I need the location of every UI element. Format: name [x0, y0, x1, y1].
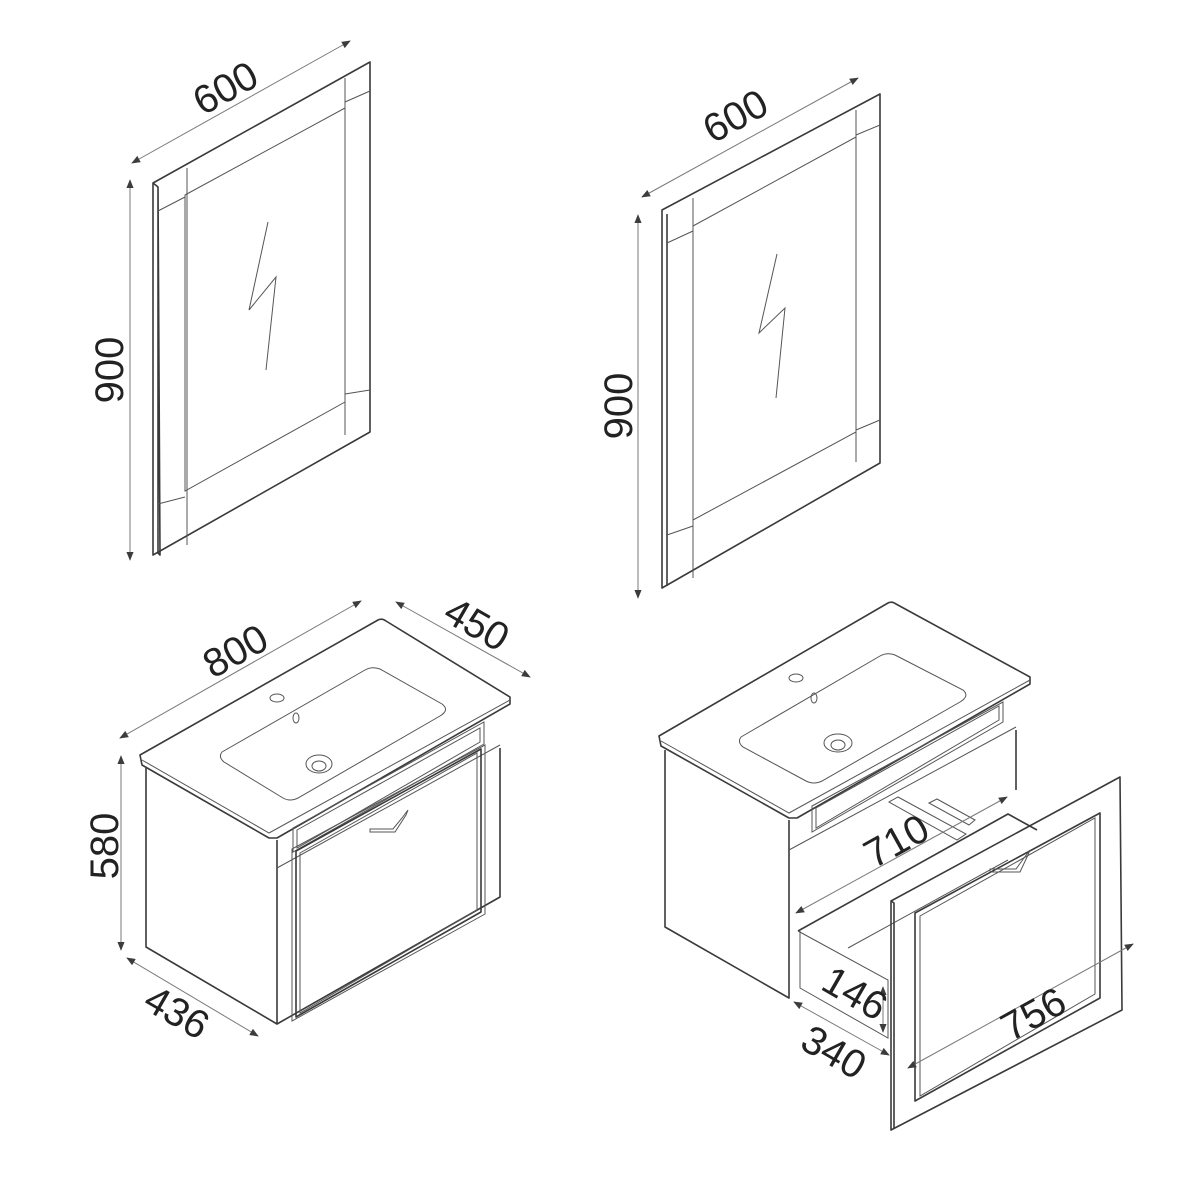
mirror-left-height-label: 900 — [88, 337, 132, 404]
cabinet-width-label: 800 — [196, 616, 276, 687]
cabinet-open: 710 146 340 756 — [658, 601, 1134, 1131]
mirror-right: 600 900 — [597, 77, 881, 599]
cabinet-body-depth-label: 436 — [137, 977, 217, 1048]
drawer-height-label: 146 — [815, 958, 895, 1029]
mirror-right-height-label: 900 — [597, 373, 641, 440]
cabinet-height-label: 580 — [83, 813, 127, 880]
mirror-left-width-label: 600 — [186, 53, 266, 124]
mirror-reflection-icon — [758, 253, 786, 399]
drawer-front-width-label: 756 — [994, 979, 1074, 1050]
cabinet-closed: 800 450 580 436 — [83, 589, 531, 1048]
handle-icon — [369, 809, 409, 833]
cabinet-depth-label: 450 — [437, 589, 517, 660]
mirror-reflection-icon — [248, 221, 277, 371]
mirror-right-width-label: 600 — [696, 81, 776, 152]
drawer-depth-label: 340 — [794, 1017, 874, 1088]
drawer-inner-width-label: 710 — [857, 806, 937, 877]
mirror-left: 600 900 — [88, 40, 371, 561]
